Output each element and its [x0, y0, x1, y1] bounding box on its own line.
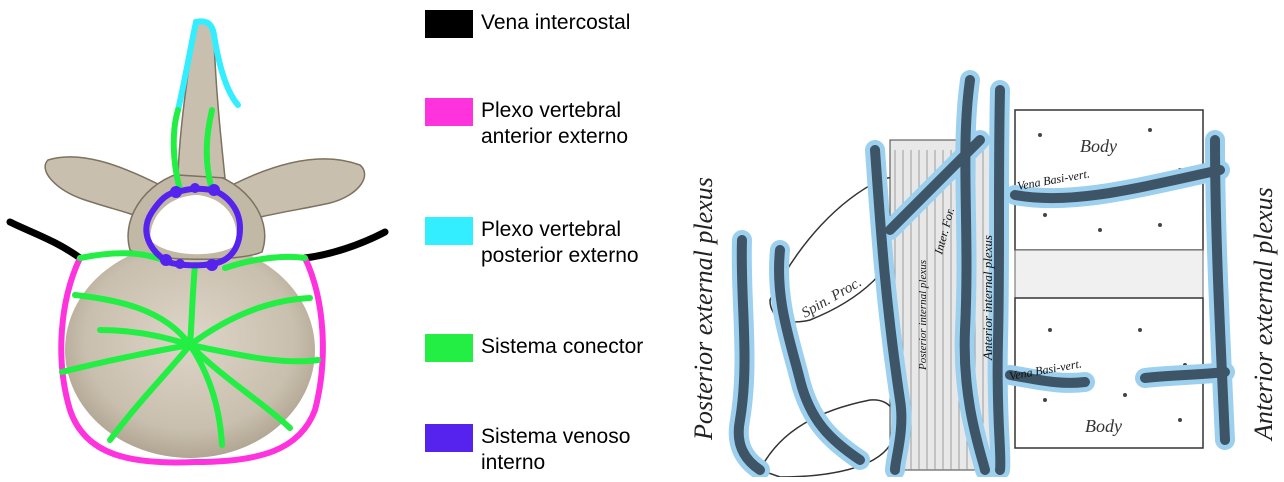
swatch-black	[425, 10, 473, 38]
legend-label: Sistema conector	[481, 334, 643, 360]
legend-item-connecting-system: Sistema conector	[425, 334, 643, 362]
anterior-external-plexus-label: Anterior external plexus	[1249, 187, 1278, 442]
legend-label: Sistema venoso interno	[481, 424, 630, 476]
body-label-lower: Body	[1085, 416, 1122, 436]
posterior-internal-plexus-label: Posterior internal plexus	[917, 260, 929, 371]
legend-label: Vena intercostal	[481, 10, 630, 36]
swatch-cyan	[425, 217, 473, 245]
intercostal-vein-left	[10, 222, 80, 258]
vertebra-svg	[0, 0, 400, 477]
swatch-magenta	[425, 98, 473, 126]
legend-label: Plexo vertebral posterior externo	[481, 217, 639, 269]
legend-item-internal-venous: Sistema venoso interno	[425, 424, 630, 476]
gray-diagram-svg: Posterior external plexus Anterior exter…	[680, 0, 1284, 477]
swatch-green	[425, 334, 473, 362]
vertebra-illustration	[0, 0, 400, 477]
intercostal-vein-right	[305, 232, 385, 258]
swatch-purple	[425, 424, 473, 452]
body-label-upper: Body	[1080, 136, 1117, 156]
legend-item-anterior-external: Plexo vertebral anterior externo	[425, 98, 628, 150]
anterior-internal-plexus-label: Anterior internal plexus	[980, 235, 995, 361]
legend-label: Plexo vertebral anterior externo	[481, 98, 628, 150]
posterior-external-plexus-label: Posterior external plexus	[689, 177, 718, 441]
gray-anatomy-diagram: Posterior external plexus Anterior exter…	[680, 0, 1284, 477]
legend-item-posterior-external: Plexo vertebral posterior externo	[425, 217, 639, 269]
legend: Vena intercostal Plexo vertebral anterio…	[425, 0, 685, 477]
intervertebral-disc	[1015, 250, 1203, 298]
legend-item-intercostal: Vena intercostal	[425, 10, 630, 38]
